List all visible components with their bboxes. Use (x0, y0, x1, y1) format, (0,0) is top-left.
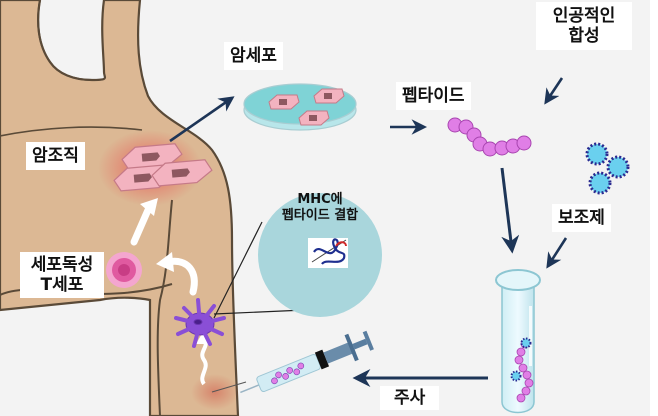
label-artificial-synthesis-line1: 인공적인 (552, 6, 616, 26)
label-artificial-synthesis-line2: 합성 (568, 26, 600, 46)
arrow-adjuvant-to-tube-icon (546, 237, 568, 269)
label-artificial-synthesis: 인공적인 합성 (536, 2, 632, 50)
peptide-mhc-complex-icon (313, 238, 346, 265)
cancer-tissue-cells-icon (113, 143, 213, 192)
peptide-chain-icon (447, 117, 532, 157)
test-tube-icon (495, 269, 541, 414)
label-cancer-tissue: 암조직 (26, 142, 85, 170)
label-adjuvant: 보조제 (552, 204, 611, 232)
right-margin-strip (650, 0, 658, 416)
arrow-synthesis-to-peptide-icon (544, 77, 564, 105)
label-cytotoxic-t-line2: T세포 (40, 275, 84, 295)
label-peptide: 펩타이드 (396, 82, 471, 110)
arrow-tissue-to-cells-icon (169, 96, 235, 143)
white-arrow-icon (130, 206, 152, 246)
cytotoxic-t-cell-icon (106, 252, 142, 288)
dendritic-cell-icon (174, 298, 226, 348)
label-cytotoxic-t-line1: 세포독성 (30, 255, 94, 275)
label-injection: 주사 (380, 386, 440, 410)
label-mhc-peptide-binding: MHC에 펩타이드 결합 (258, 192, 382, 224)
adjuvant-particles-icon (585, 142, 630, 195)
flow-arrows (169, 77, 568, 387)
syringe-icon (240, 330, 374, 394)
label-mhc-line2: 펩타이드 결합 (281, 208, 359, 223)
label-cytotoxic-t-cell: 세포독성 T세포 (20, 252, 104, 298)
petri-dish-icon (243, 83, 357, 131)
label-cancer-cells: 암세포 (224, 42, 283, 70)
arrow-peptide-to-tube-icon (500, 167, 520, 254)
label-mhc-line1: MHC에 (297, 192, 343, 207)
